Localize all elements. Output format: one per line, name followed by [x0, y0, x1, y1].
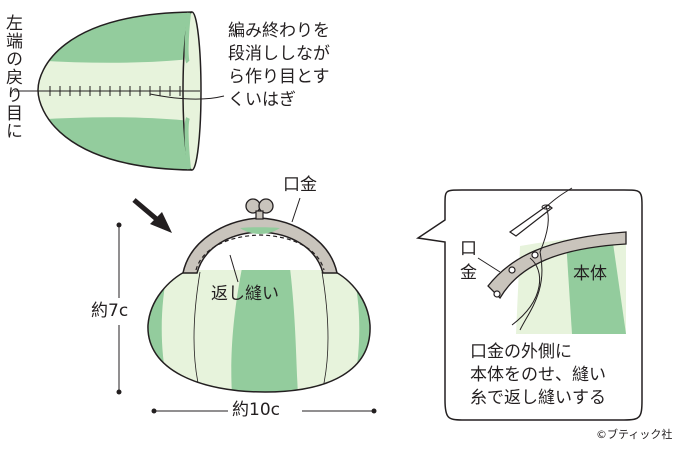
height-label: 約7c	[91, 301, 129, 321]
detail-frame-label-top: 口	[460, 239, 477, 259]
body-label: 本体	[573, 264, 607, 284]
width-dimension-right-dot	[371, 408, 377, 414]
dome-body	[37, 11, 202, 171]
detail-note-line: 本体をのせ、縫い	[470, 365, 606, 385]
needle-icon	[508, 187, 573, 253]
frame-label: 口金	[283, 175, 317, 195]
detail-note-line: 口金の外側に	[470, 342, 572, 362]
purse-body	[147, 269, 371, 393]
note-line: 段消ししなが	[228, 44, 330, 64]
detail-frame-leader-line	[477, 257, 501, 273]
note-block: 編み終わりを 段消ししなが ら作り目とす くいはぎ	[228, 20, 330, 112]
height-dimension-top-dot	[116, 222, 122, 228]
detail-bubble	[415, 189, 643, 421]
width-dimension-left-dot	[151, 408, 157, 414]
height-dimension-bottom-dot	[116, 389, 122, 395]
credit: ©ブティック社	[596, 428, 673, 441]
clasp-icon	[245, 198, 274, 220]
seam-line	[14, 86, 200, 96]
detail-note-line: 糸で返し縫いする	[470, 388, 606, 408]
stitch-leader-line	[229, 254, 239, 283]
frame-leader-line	[291, 197, 301, 223]
stitch-line	[195, 234, 325, 271]
side-label: 左端の戻り目に	[2, 14, 22, 140]
note-line: 編み終わりを	[228, 21, 330, 41]
stitch-label: 返し縫い	[211, 284, 279, 304]
purse-frame	[182, 217, 338, 274]
width-label: 約10c	[232, 400, 280, 420]
note-line: くいはぎ	[228, 90, 296, 110]
detail-note-block: 口金の外側に 本体をのせ、縫い 糸で返し縫いする	[470, 341, 606, 410]
arrow-icon	[132, 198, 172, 233]
note-leader-line	[149, 93, 225, 100]
note-line: ら作り目とす	[228, 67, 330, 87]
detail-frame-label-bottom: 金	[460, 263, 477, 283]
